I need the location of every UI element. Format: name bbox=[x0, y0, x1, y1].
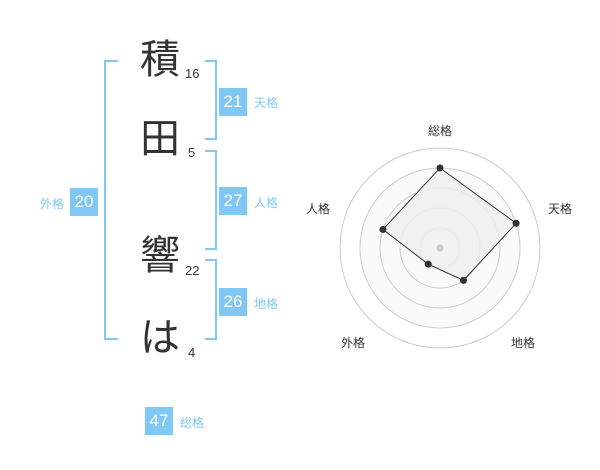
stroke-count-4: 4 bbox=[188, 345, 196, 360]
radar-point-3 bbox=[460, 276, 468, 284]
radar-center-dot bbox=[436, 244, 444, 252]
gaikaku-label: 外格 bbox=[40, 197, 65, 211]
jinkaku-label: 人格 bbox=[254, 196, 279, 210]
radar-point-2 bbox=[512, 219, 520, 227]
radar-point-5 bbox=[379, 225, 387, 233]
tenkaku-bracket bbox=[205, 60, 217, 140]
radar-point-1 bbox=[436, 164, 444, 172]
radar-axis-label-chikaku: 地格 bbox=[511, 336, 536, 350]
radar-axis-label-soukaku: 総格 bbox=[428, 124, 453, 138]
name-char-1: 積 bbox=[140, 37, 180, 83]
jinkaku-bracket bbox=[205, 150, 217, 250]
name-char-3: 響 bbox=[140, 233, 180, 279]
radar-point-4 bbox=[424, 260, 432, 268]
chikaku-value-badge: 26 bbox=[219, 288, 247, 316]
jinkaku-value-badge: 27 bbox=[219, 187, 247, 215]
name-char-2: 田 bbox=[140, 116, 180, 162]
soukaku-value-badge: 47 bbox=[145, 407, 173, 435]
radar-axis-label-jinkaku: 人格 bbox=[306, 202, 331, 216]
stroke-count-1: 16 bbox=[185, 66, 200, 81]
gaikaku-value-badge: 20 bbox=[70, 188, 98, 216]
radar-chart bbox=[339, 147, 541, 349]
name-char-4: は bbox=[140, 315, 180, 361]
radar-axis-label-tenkaku: 天格 bbox=[548, 202, 573, 216]
radar-axis-label-gaikaku: 外格 bbox=[341, 336, 366, 350]
tenkaku-value-badge: 21 bbox=[219, 88, 247, 116]
chikaku-bracket bbox=[205, 259, 217, 340]
stroke-count-2: 5 bbox=[188, 145, 196, 160]
gaikaku-bracket bbox=[104, 60, 118, 340]
stroke-count-3: 22 bbox=[185, 263, 200, 278]
chikaku-label: 地格 bbox=[254, 297, 279, 311]
soukaku-label: 総格 bbox=[180, 416, 205, 430]
tenkaku-label: 天格 bbox=[254, 96, 279, 110]
radar-series-polygon bbox=[382, 167, 517, 281]
